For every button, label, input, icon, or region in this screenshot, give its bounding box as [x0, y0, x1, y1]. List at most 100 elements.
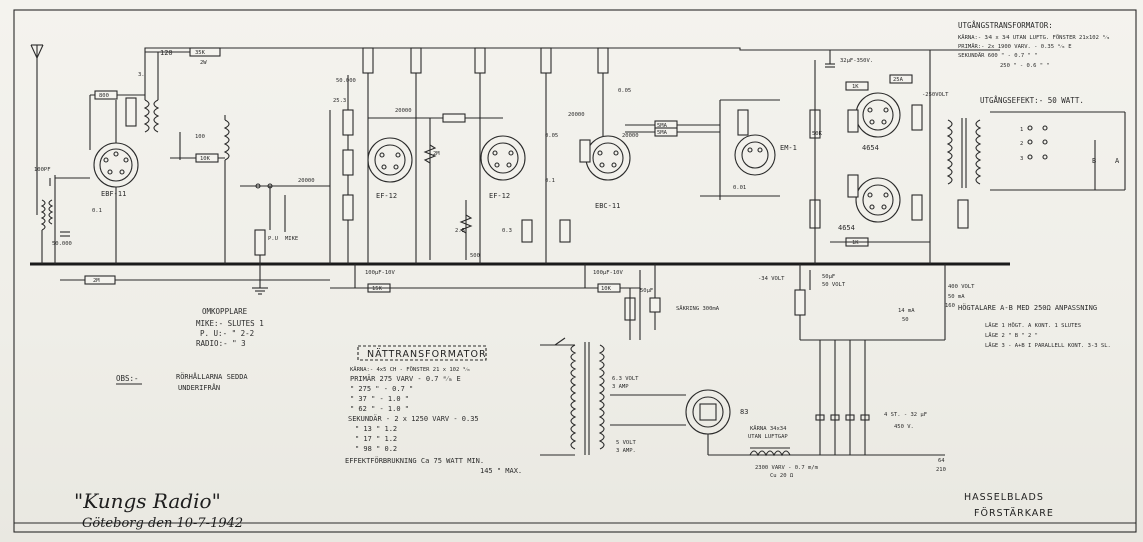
resistor — [442, 113, 466, 123]
label: 3. — [138, 72, 145, 78]
note-line: UNDERIFRÅN — [178, 383, 220, 392]
label: 3 AMP. — [616, 448, 636, 454]
voltage-label: 120 — [160, 49, 173, 57]
resistor — [597, 47, 609, 74]
spec-line: 145 " MAX. — [480, 467, 522, 475]
resistor-label: 35K — [195, 50, 206, 56]
spec-line: " 13 " 1.2 — [355, 425, 397, 433]
spec-title: UTGÅNGSTRANSFORMATOR: — [958, 21, 1053, 30]
label: B — [1092, 157, 1096, 165]
resistor-25a — [889, 74, 913, 84]
resistor-label: 15K — [372, 286, 383, 292]
capacitor-label: 0.1 — [92, 208, 102, 214]
resistor — [911, 194, 923, 221]
oscillator-coil — [223, 115, 230, 264]
input-selector: P.U MIKE — [240, 183, 300, 295]
label: 2.5 — [455, 228, 465, 234]
label: 2M — [433, 151, 440, 157]
resistor-label: 2W — [200, 60, 207, 66]
resistor — [342, 109, 354, 136]
capacitor-label: 0.05 — [618, 88, 631, 94]
spec-line: " 37 " - 1.0 " — [350, 395, 409, 403]
resistor — [847, 109, 859, 133]
label: 6.3 VOLT — [612, 376, 639, 382]
spec-line: SEKUNDÄR - 2 x 1250 VARV - 0.35 — [348, 414, 479, 423]
label: UTAN LUFTGAP — [748, 434, 788, 440]
resistor — [342, 194, 354, 221]
tube-ebc11: EBC-11 — [585, 135, 631, 210]
spec-line: KÄRNA:- 3⁄4 x 3⁄4 UTAN LUFTG. FÖNSTER 21… — [958, 34, 1110, 41]
label: 5 VOLT — [616, 440, 637, 446]
b-plus-bus — [144, 47, 1000, 52]
label: A — [1115, 157, 1120, 165]
capacitor-label: 0.1 — [545, 178, 555, 184]
tube-ef12-a: EF-12 — [367, 137, 413, 200]
resistor — [540, 47, 552, 74]
obs-note: OBS:- RÖRHÅLLARNA SEDDA UNDERIFRÅN — [116, 372, 248, 392]
resistor — [559, 219, 571, 243]
spec-line: " 98 " 0.2 — [355, 445, 397, 453]
voltage-label: 160 — [945, 303, 955, 309]
tube-label: 4654 — [838, 224, 855, 232]
resistor — [847, 174, 859, 198]
tube-ef12-b: EF-12 — [480, 135, 526, 200]
label: 1 — [1020, 127, 1023, 133]
resistor — [579, 139, 591, 163]
label: 4 ST. - 32 µF — [884, 412, 927, 418]
resistor — [957, 199, 969, 229]
resistor — [737, 109, 749, 136]
resistor — [342, 149, 354, 176]
resistor-35k — [189, 47, 221, 57]
spec-line: KÄRNA:- 4x5 CH - FÖNSTER 21 x 102 ⁹⁄ₘ — [350, 366, 470, 373]
capacitor-label: 50.000 — [336, 78, 356, 84]
output-transformer — [946, 118, 982, 188]
capacitor-100pf: 100PF — [34, 167, 51, 186]
tube-em1: EM-1 — [734, 134, 797, 176]
filter-capacitors: 4 ST. - 32 µF 450 V. — [815, 340, 927, 455]
resistor-label: 5MA — [657, 123, 668, 129]
antenna — [30, 44, 44, 215]
mains-transformer: 6.3 VOLT 3 AMP 5 VOLT 3 AMP. — [540, 337, 639, 456]
output-power-note: UTGÅNGSEFEKT:- 50 WATT. — [980, 96, 1084, 105]
maker-signature: "Kungs Radio" Göteborg den 10-7-1942 — [74, 489, 243, 531]
label: KÄRNA 34x34 — [750, 425, 787, 432]
capacitor-label: 100µF-10V — [593, 270, 623, 276]
resistor-5ma — [654, 127, 678, 137]
if-transformer: 3. — [125, 51, 190, 133]
drawing-title: HASSELBLADS — [964, 492, 1044, 503]
resistor-label: 2M — [93, 278, 100, 284]
spec-line: " 17 " 1.2 — [355, 435, 397, 443]
speaker-switch: 1 2 3 B A — [990, 111, 1126, 191]
output-transformer-spec: UTGÅNGSTRANSFORMATOR: KÄRNA:- 3⁄4 x 3⁄4 … — [958, 21, 1110, 69]
speaker-note: HÖGTALARE A-B MED 250Ω ANPASSNING LÄGE 1… — [958, 303, 1111, 349]
fuse — [649, 297, 661, 313]
spec-title: NÄTTRANSFORMATOR — [367, 349, 487, 360]
date-place: Göteborg den 10-7-1942 — [82, 516, 243, 531]
label: 450 V. — [894, 424, 914, 430]
resistor — [794, 289, 806, 316]
tube-4654-b: 4654 — [838, 177, 901, 232]
legend-line: RADIO:- " 3 — [196, 339, 246, 348]
capacitor-label: 50µF — [640, 288, 653, 294]
capacitor-label: 0.01 — [733, 185, 746, 191]
capacitor-label: 100µF-10V — [365, 270, 395, 276]
voltage-label: 50 mA — [948, 294, 965, 300]
potentiometer — [423, 144, 437, 164]
capacitor-label: 50µF — [822, 274, 835, 280]
spec-line: " 62 " - 1.0 " — [350, 405, 409, 413]
switch-legend: OMKOPPLARE MIKE:- SLUTES 1 P. U:- " 2-2 … — [196, 307, 264, 348]
capacitor-50000: 50.000 — [52, 231, 72, 247]
resistor-label: 5MA — [657, 130, 668, 136]
label: 2300 VARV - 0.7 m/m — [755, 465, 819, 471]
note-label: OBS:- — [116, 374, 139, 383]
resistor-10k-b — [597, 283, 621, 293]
legend-line: MIKE:- SLUTES 1 — [196, 319, 264, 328]
note-line: RÖRHÅLLARNA SEDDA — [176, 372, 248, 381]
capacitor-label: 20000 — [298, 178, 315, 184]
resistor-label: 25A — [893, 77, 904, 83]
spec-line: EFFEKTFÖRBRUKNING Ca 75 WATT MIN. — [345, 456, 484, 465]
resistor-1k — [845, 81, 869, 91]
spec-line: PRIMÄR:- 2x 1900 VARV. - 0.35 ᵐ⁄ₘ E — [958, 43, 1072, 50]
resistor-label: 50K — [812, 131, 823, 137]
